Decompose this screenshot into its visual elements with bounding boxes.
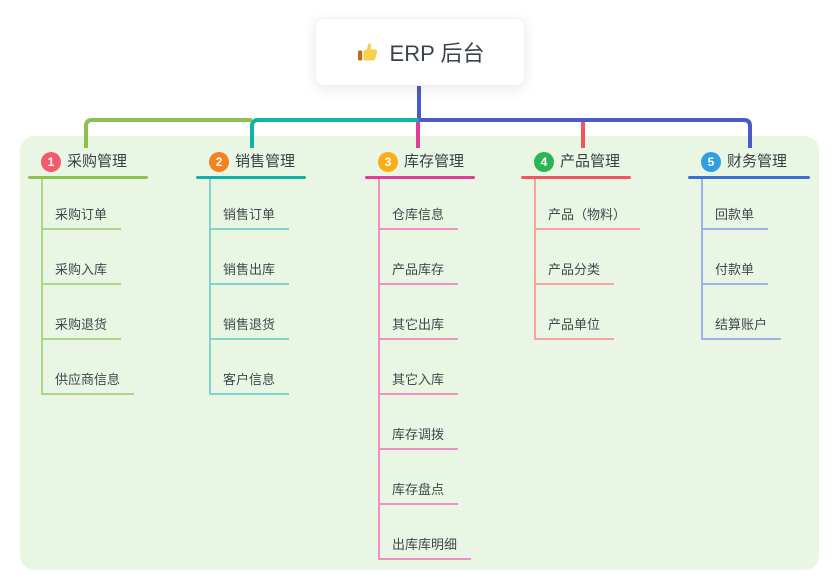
child-connector-line <box>41 179 43 395</box>
child-node[interactable]: 采购入库 <box>41 260 122 285</box>
child-node[interactable]: 采购退货 <box>41 315 122 340</box>
child-node[interactable]: 供应商信息 <box>41 370 135 395</box>
branch-underline <box>688 176 810 179</box>
child-node[interactable]: 库存盘点 <box>378 480 459 505</box>
branch-title[interactable]: 库存管理 <box>404 153 465 170</box>
child-node[interactable]: 销售退货 <box>209 315 290 340</box>
branch-badge: 2 <box>209 152 229 172</box>
child-node[interactable]: 结算账户 <box>701 315 782 340</box>
child-node[interactable]: 库存调拨 <box>378 425 459 450</box>
branch-badge: 5 <box>701 152 721 172</box>
child-connector-line <box>701 179 703 340</box>
child-node[interactable]: 出库库明细 <box>378 535 472 560</box>
branch-title[interactable]: 产品管理 <box>560 153 621 170</box>
branch-title[interactable]: 销售管理 <box>235 153 296 170</box>
child-node[interactable]: 仓库信息 <box>378 205 459 230</box>
branch-badge: 1 <box>41 152 61 172</box>
thumbs-up-icon <box>356 40 380 64</box>
child-node[interactable]: 销售订单 <box>209 205 290 230</box>
branch-badge: 3 <box>378 152 398 172</box>
child-node[interactable]: 其它入库 <box>378 370 459 395</box>
child-node[interactable]: 产品分类 <box>534 260 615 285</box>
branch-underline <box>365 176 475 179</box>
root-node[interactable]: ERP 后台 <box>315 18 525 86</box>
child-node[interactable]: 付款单 <box>701 260 769 285</box>
root-label: ERP 后台 <box>389 41 485 66</box>
child-node[interactable]: 销售出库 <box>209 260 290 285</box>
child-node[interactable]: 产品库存 <box>378 260 459 285</box>
child-node[interactable]: 回款单 <box>701 205 769 230</box>
branch-title[interactable]: 采购管理 <box>67 153 128 170</box>
branches-panel <box>20 136 819 570</box>
branch-underline <box>196 176 306 179</box>
branch-underline <box>28 176 148 179</box>
child-connector-line <box>378 179 380 560</box>
child-node[interactable]: 产品单位 <box>534 315 615 340</box>
child-node[interactable]: 采购订单 <box>41 205 122 230</box>
child-connector-line <box>209 179 211 395</box>
branch-title[interactable]: 财务管理 <box>727 153 788 170</box>
child-connector-line <box>534 179 536 340</box>
child-node[interactable]: 其它出库 <box>378 315 459 340</box>
branch-badge: 4 <box>534 152 554 172</box>
child-node[interactable]: 客户信息 <box>209 370 290 395</box>
branch-underline <box>521 176 631 179</box>
child-node[interactable]: 产品（物料） <box>534 205 641 230</box>
